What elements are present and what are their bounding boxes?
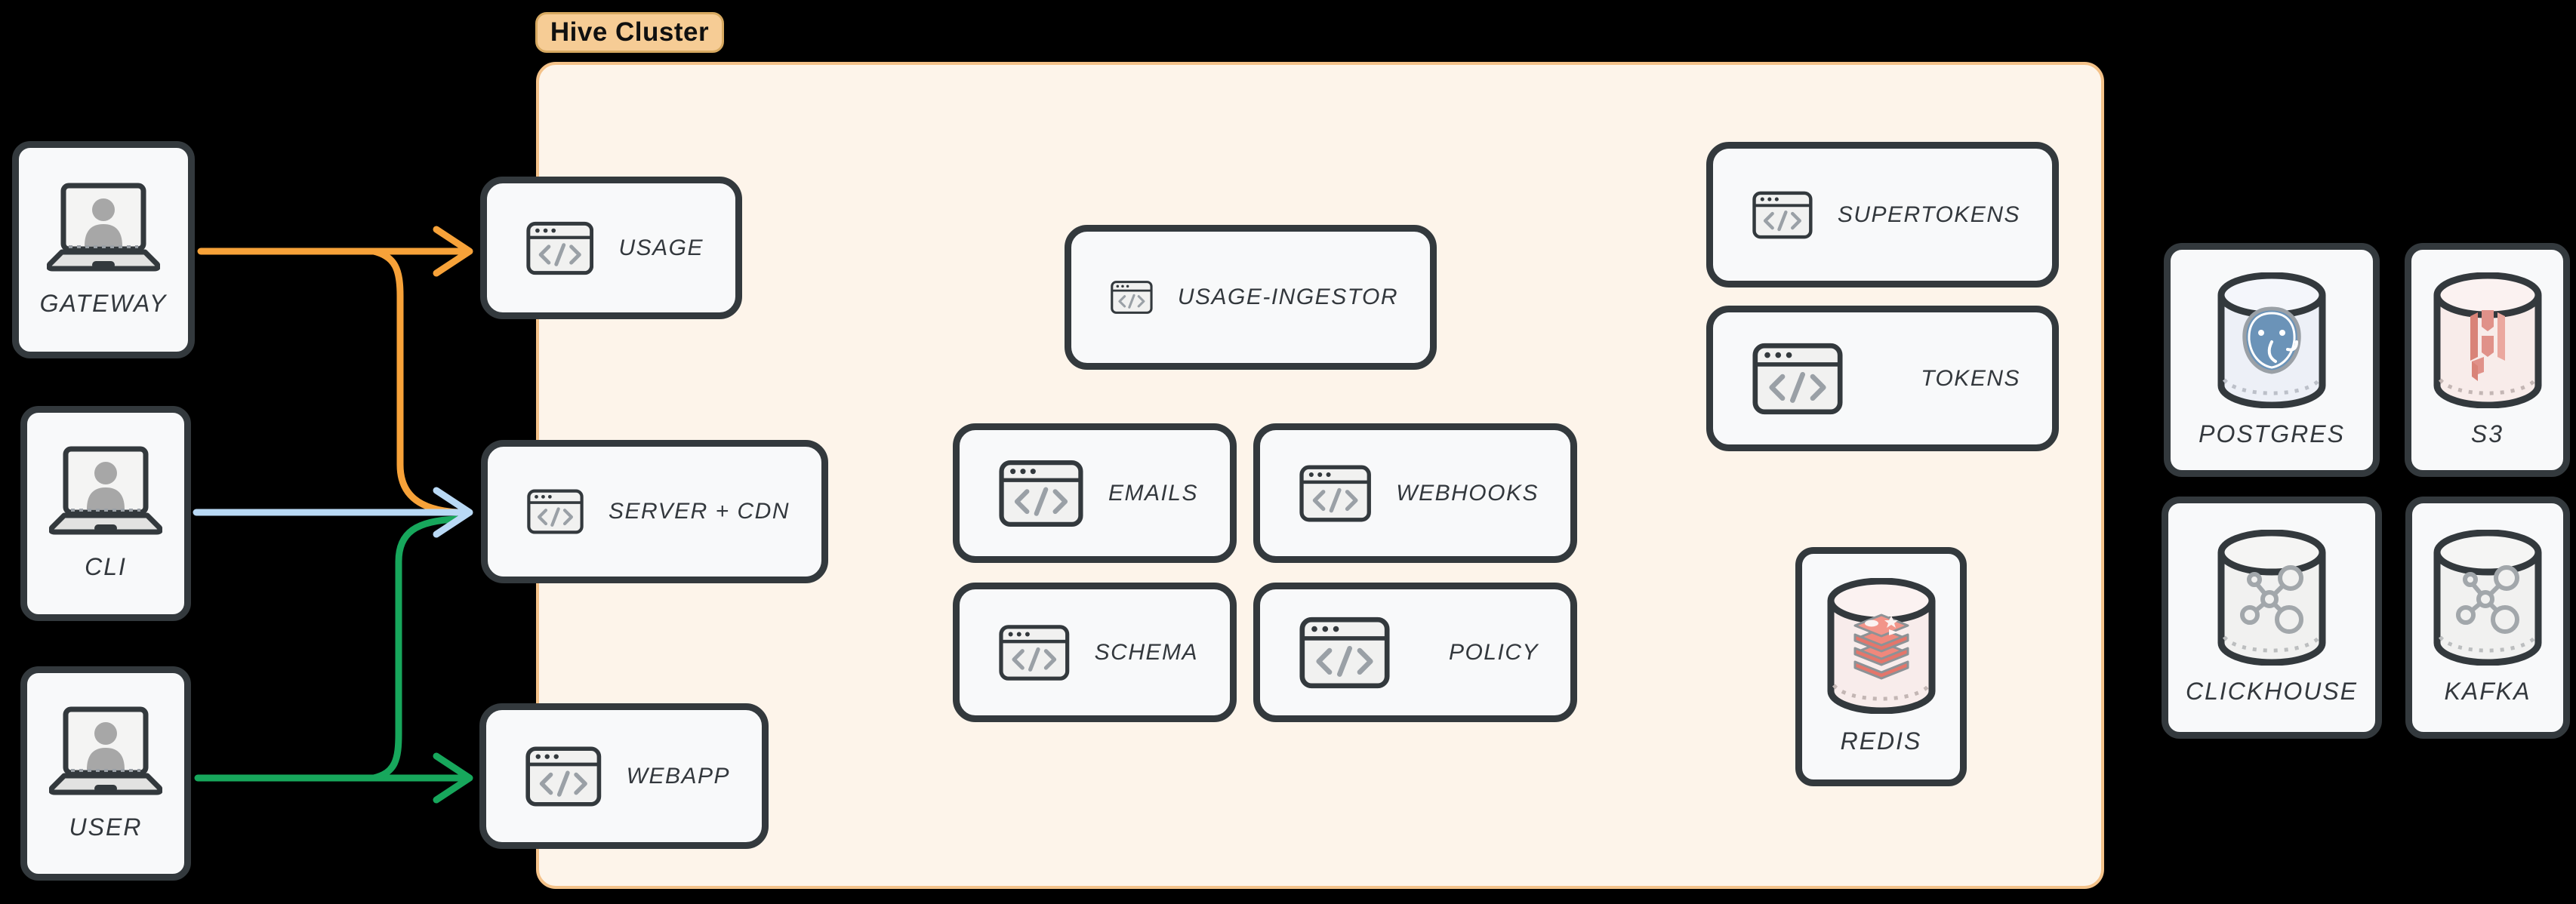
node-label: S3 xyxy=(2470,420,2504,447)
node-tokens[interactable]: TOKENS xyxy=(1706,306,2059,451)
node-label: REDIS xyxy=(1840,727,1922,755)
node-label: EMAILS xyxy=(1108,480,1198,506)
node-label: GATEWAY xyxy=(39,289,168,317)
redis-logo-marks xyxy=(1864,616,1898,635)
node-schema[interactable]: SCHEMA xyxy=(953,583,1237,722)
hive-cluster-label: Hive Cluster xyxy=(550,17,710,47)
cli-to-server-arrow[interactable] xyxy=(193,487,473,538)
s3-database-icon xyxy=(2433,272,2541,408)
kafka-database-icon xyxy=(2433,530,2542,666)
node-postgres[interactable]: POSTGRES xyxy=(2164,243,2380,477)
node-label: SUPERTOKENS xyxy=(1837,201,2020,227)
user-to-webapp-arrow[interactable] xyxy=(194,515,473,804)
browser-code-icon xyxy=(999,624,1070,681)
node-usage[interactable]: USAGE xyxy=(480,177,742,319)
postgres-database-icon xyxy=(2217,272,2326,408)
node-label: KAFKA xyxy=(2444,678,2531,705)
browser-code-icon xyxy=(1299,465,1371,521)
node-clickhouse[interactable]: CLICKHOUSE xyxy=(2162,497,2382,739)
node-label: SERVER + CDN xyxy=(608,499,790,524)
laptop-user-icon xyxy=(49,706,162,795)
redis-stack-logo xyxy=(1853,613,1909,680)
node-policy[interactable]: POLICY xyxy=(1253,583,1577,722)
node-label: CLICKHOUSE xyxy=(2185,678,2359,705)
browser-code-icon xyxy=(1111,281,1153,314)
browser-code-icon xyxy=(1299,617,1390,688)
node-supertokens[interactable]: SUPERTOKENS xyxy=(1706,142,2059,287)
browser-code-icon xyxy=(527,489,584,534)
node-server-cdn[interactable]: SERVER + CDN xyxy=(481,440,828,583)
node-label: POLICY xyxy=(1448,639,1539,665)
browser-code-icon xyxy=(525,746,602,807)
laptop-user-icon xyxy=(47,183,160,271)
redis-database-icon xyxy=(1827,578,1935,714)
node-user[interactable]: USER xyxy=(20,666,191,881)
browser-code-icon xyxy=(1752,343,1843,414)
node-label: WEBHOOKS xyxy=(1396,480,1539,506)
node-cli[interactable]: CLI xyxy=(20,406,191,621)
gateway-to-usage-arrow[interactable] xyxy=(197,226,473,516)
node-usage-ingestor[interactable]: USAGE-INGESTOR xyxy=(1065,225,1437,370)
node-label: SCHEMA xyxy=(1094,639,1198,665)
node-kafka[interactable]: KAFKA xyxy=(2405,497,2570,739)
browser-code-icon xyxy=(1752,191,1813,238)
node-redis[interactable]: REDIS xyxy=(1795,547,1967,786)
node-label: USER xyxy=(69,813,143,841)
molecule-icon xyxy=(2240,565,2303,634)
node-label: USAGE xyxy=(618,235,704,260)
node-label: POSTGRES xyxy=(2199,420,2345,447)
node-webapp[interactable]: WEBAPP xyxy=(479,703,769,849)
browser-code-icon xyxy=(526,221,594,275)
node-gateway[interactable]: GATEWAY xyxy=(12,141,195,358)
node-label: TOKENS xyxy=(1921,365,2020,391)
s3-logo xyxy=(2470,309,2505,381)
clickhouse-database-icon xyxy=(2217,530,2326,666)
browser-code-icon xyxy=(999,460,1083,527)
node-webhooks[interactable]: WEBHOOKS xyxy=(1253,423,1577,563)
hive-cluster-badge[interactable]: Hive Cluster xyxy=(535,12,724,53)
node-label: WEBAPP xyxy=(626,763,730,789)
postgresql-logo xyxy=(2242,306,2301,374)
laptop-user-icon xyxy=(49,446,162,535)
node-s3[interactable]: S3 xyxy=(2405,243,2570,477)
node-label: CLI xyxy=(85,553,127,580)
node-emails[interactable]: EMAILS xyxy=(953,423,1237,563)
molecule-icon xyxy=(2456,565,2519,634)
node-label: USAGE-INGESTOR xyxy=(1177,284,1398,309)
